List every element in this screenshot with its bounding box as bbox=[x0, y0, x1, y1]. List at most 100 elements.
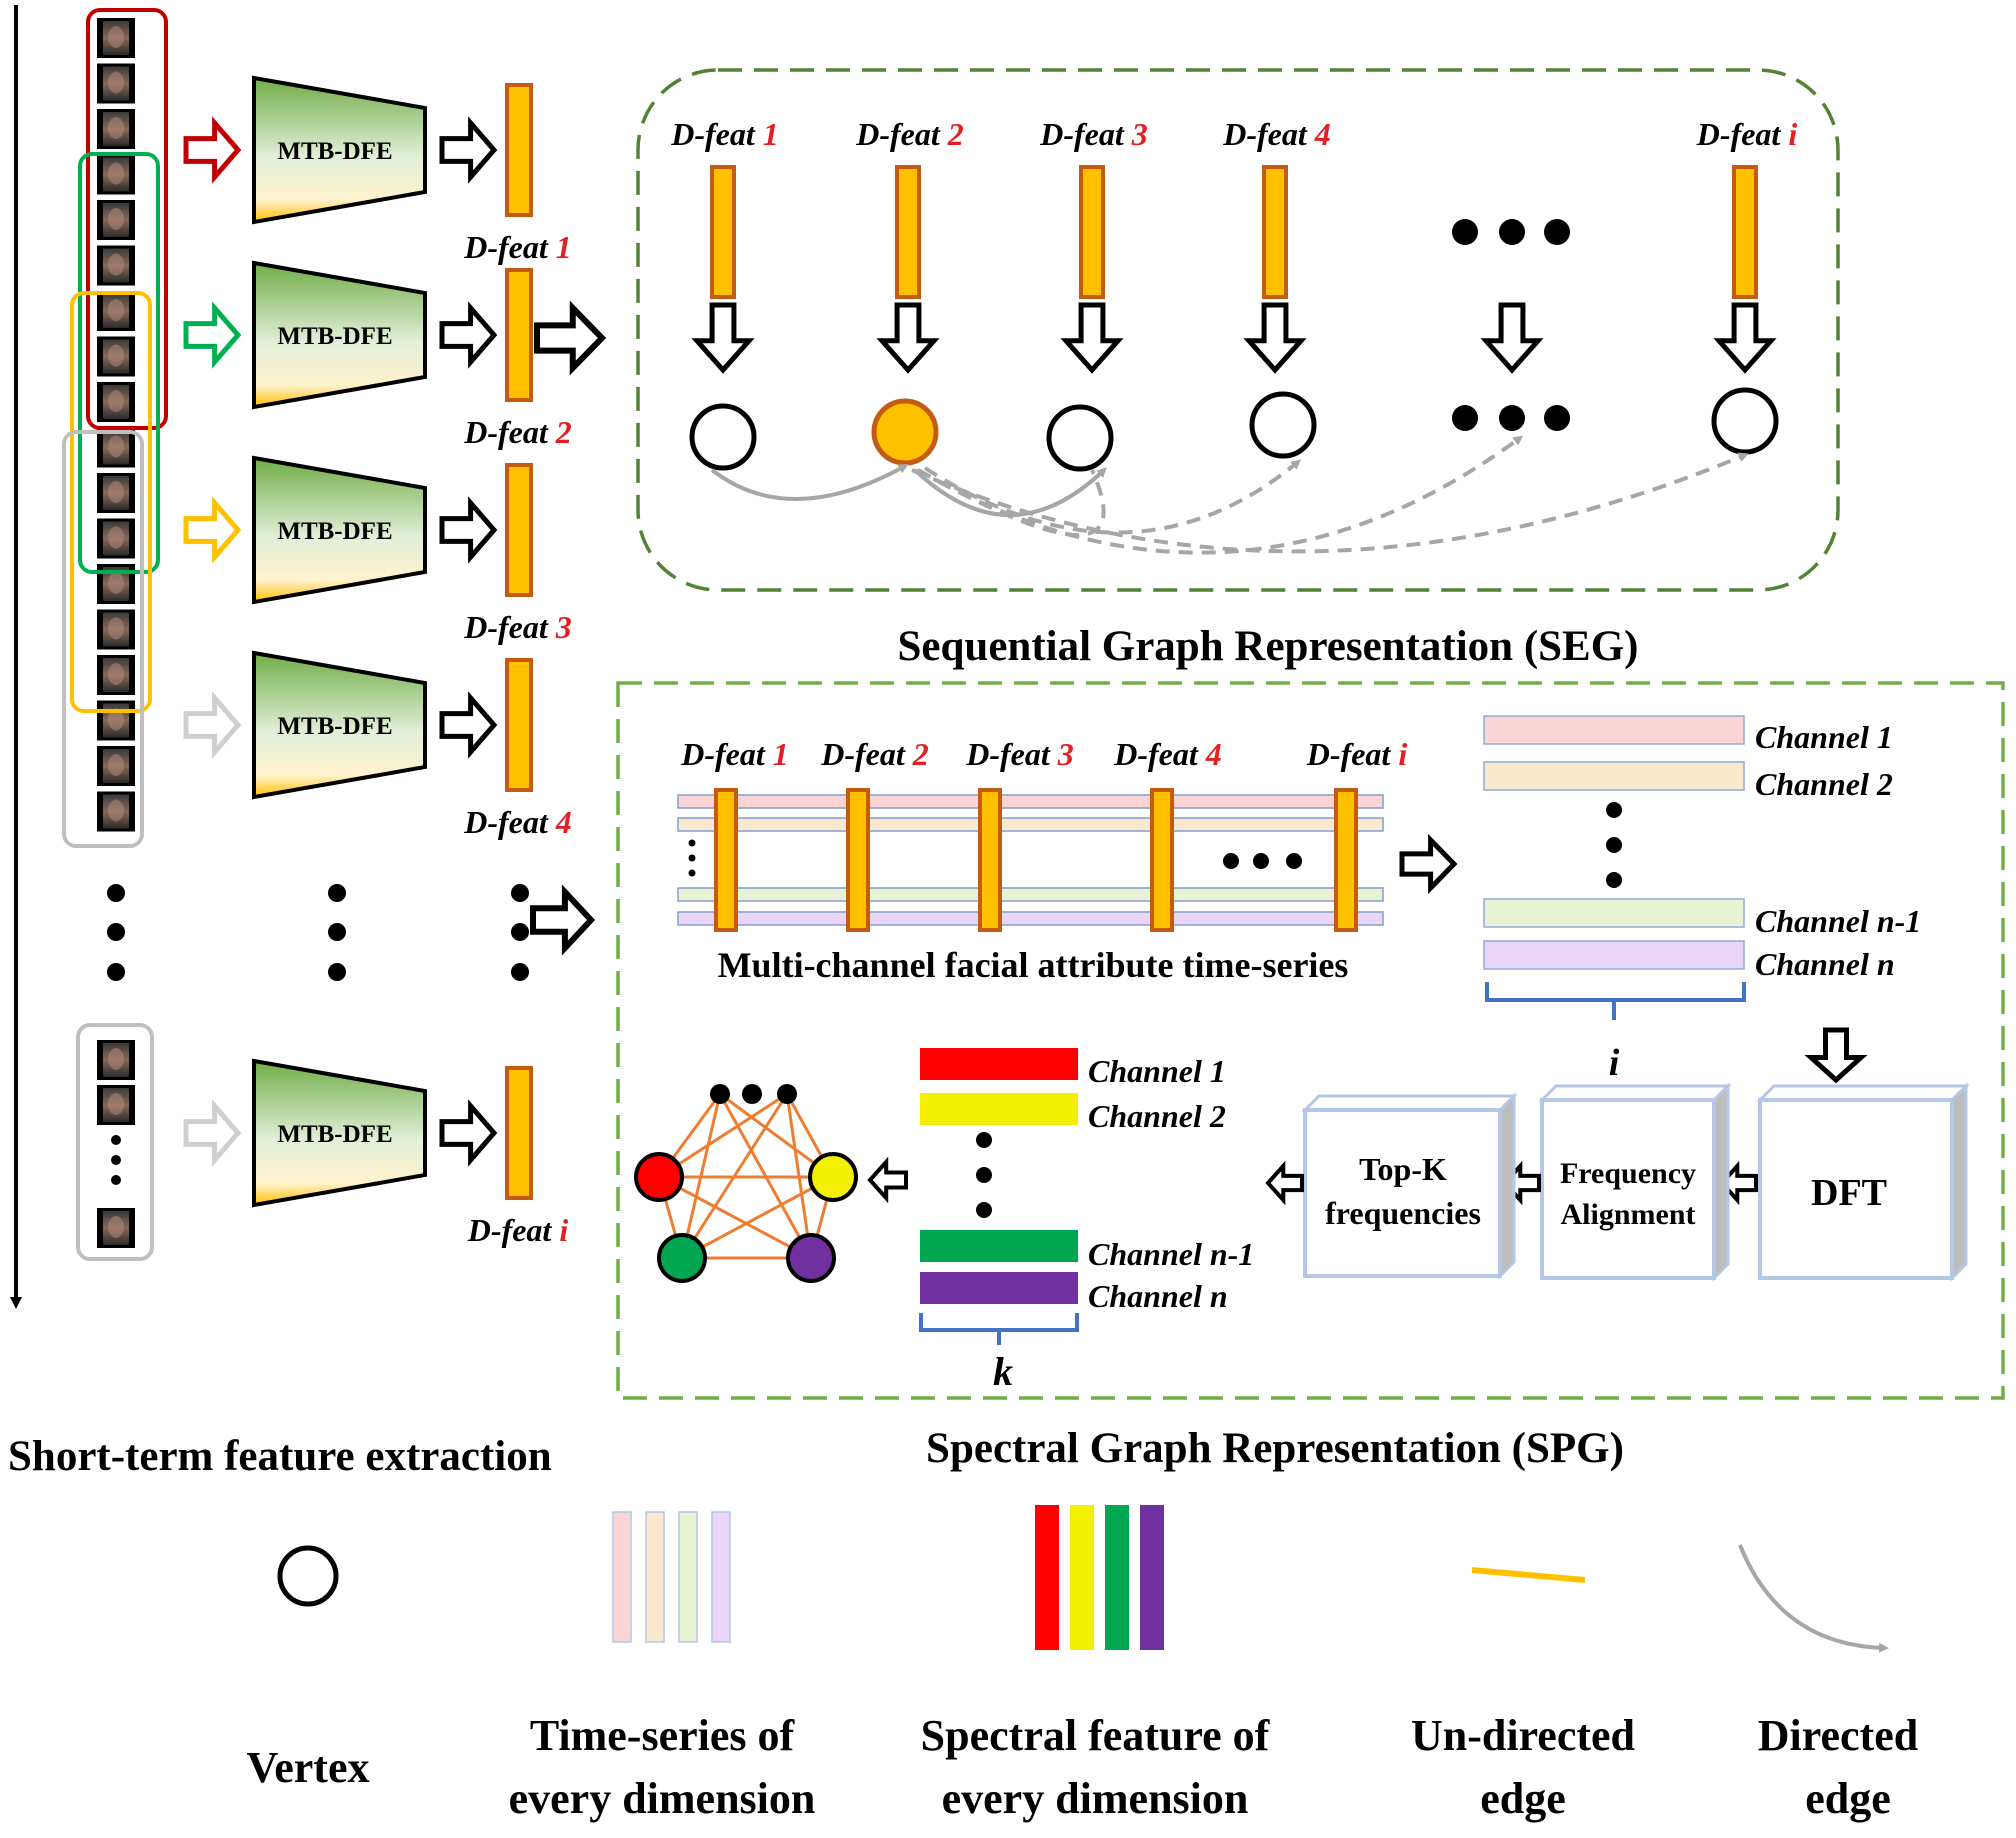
legend-timeseries-bar bbox=[612, 1511, 632, 1643]
time-series-band bbox=[677, 887, 1384, 902]
face-oval bbox=[108, 1048, 124, 1070]
directed-edge-dashed bbox=[923, 459, 1302, 535]
undirected-edge bbox=[718, 1093, 813, 1259]
channel-bar bbox=[1483, 898, 1745, 928]
undirected-edge bbox=[785, 1093, 813, 1259]
mtb-dfe-label: MTB-DFE bbox=[277, 1121, 392, 1148]
undirected-edge bbox=[681, 1175, 834, 1260]
block-arrow-right bbox=[183, 691, 242, 759]
topk-box bbox=[1303, 1108, 1502, 1278]
block-arrow-left bbox=[1265, 1160, 1304, 1206]
dfeat-index: i bbox=[1398, 736, 1407, 772]
dfeat-prefix: D-feat bbox=[1306, 736, 1399, 772]
feature-bar bbox=[505, 463, 533, 597]
undirected-edge bbox=[658, 1092, 788, 1179]
dfeat-index: i bbox=[1788, 116, 1797, 152]
topk-box-top bbox=[1301, 1094, 1518, 1112]
dfeat-index: 4 bbox=[555, 804, 572, 840]
channel-dot bbox=[1606, 802, 1622, 818]
legend-undirected-label: edge bbox=[1480, 1774, 1566, 1823]
dfeat-label: D-feat 1 bbox=[670, 116, 779, 152]
window-3 bbox=[70, 291, 152, 713]
spectral-bar bbox=[920, 1048, 1078, 1080]
feature-bar bbox=[846, 788, 870, 932]
feature-bar bbox=[714, 788, 738, 932]
mtb-dfe-label: MTB-DFE bbox=[277, 713, 392, 740]
dfeat-prefix: D-feat bbox=[463, 414, 556, 450]
face-oval bbox=[108, 390, 124, 412]
multichannel-label: Multi-channel facial attribute time-seri… bbox=[718, 945, 1349, 985]
feature-bar bbox=[710, 165, 736, 299]
channel-dot bbox=[1606, 872, 1622, 888]
seg-region bbox=[636, 68, 1840, 592]
seg-title: Sequential Graph Representation (SEG) bbox=[897, 623, 1638, 670]
dfeat-index: 1 bbox=[763, 116, 779, 152]
dfeat-index: 4 bbox=[1205, 736, 1222, 772]
block-arrow-right bbox=[439, 301, 498, 369]
spectral-channel-label: Channel n-1 bbox=[1088, 1236, 1254, 1272]
feature-bar bbox=[895, 165, 921, 299]
brace-k bbox=[919, 1313, 1079, 1345]
ellipsis-dots bbox=[107, 884, 529, 981]
sliding-windows bbox=[62, 8, 168, 1261]
channel-label: Channel n-1 bbox=[1755, 903, 1921, 939]
seg-dot bbox=[1452, 405, 1478, 431]
face-oval bbox=[108, 26, 124, 48]
legend-directed-edge-symbol bbox=[1738, 1544, 1889, 1653]
legend-spectral-bar bbox=[1105, 1505, 1129, 1650]
directed-edge bbox=[710, 464, 909, 501]
brace-i bbox=[1485, 982, 1746, 1020]
freq-align-box bbox=[1540, 1098, 1716, 1280]
dfeat-prefix: D-feat bbox=[463, 229, 556, 265]
spectral-dot bbox=[976, 1167, 992, 1183]
series-dot bbox=[1223, 853, 1239, 869]
block-arrow-right bbox=[534, 300, 607, 376]
seg-dot bbox=[1499, 405, 1525, 431]
dfeat-label: D-feat 1 bbox=[680, 736, 789, 772]
channel-bar bbox=[1483, 715, 1745, 745]
time-series-band bbox=[677, 817, 1384, 832]
block-arrow-right bbox=[1399, 833, 1458, 895]
feature-bar bbox=[1262, 165, 1288, 299]
window-1 bbox=[86, 8, 168, 430]
face-oval bbox=[108, 481, 124, 503]
spectral-vertex bbox=[657, 1233, 707, 1283]
legend-vertex-symbol bbox=[277, 1545, 339, 1607]
feature-bar bbox=[1732, 165, 1758, 299]
freq-align-label: Alignment bbox=[1561, 1198, 1696, 1231]
dfeat-label: D-feat 4 bbox=[463, 804, 572, 840]
face-oval bbox=[108, 617, 124, 640]
mtb-dfe-block bbox=[252, 260, 427, 410]
feature-bar bbox=[1334, 788, 1358, 932]
undirected-edge bbox=[680, 1093, 722, 1259]
legend-spectral-label: Spectral feature of bbox=[921, 1711, 1271, 1760]
face-oval bbox=[108, 799, 124, 822]
spg-region bbox=[616, 681, 2005, 1400]
face-oval bbox=[108, 208, 124, 230]
face-oval bbox=[108, 708, 124, 731]
seg-dot bbox=[1544, 405, 1570, 431]
feature-bar bbox=[1150, 788, 1174, 932]
band-dot bbox=[688, 854, 696, 862]
spectral-bar bbox=[920, 1230, 1078, 1262]
feature-bar bbox=[978, 788, 1002, 932]
block-arrow-right bbox=[183, 496, 242, 564]
undirected-edge bbox=[658, 1175, 812, 1260]
series-dot bbox=[1286, 853, 1302, 869]
dft-box-side bbox=[1950, 1082, 1968, 1282]
block-arrow-left bbox=[867, 1156, 908, 1204]
legend-timeseries-label: every dimension bbox=[509, 1774, 816, 1823]
legend-spectral-bar bbox=[1070, 1505, 1094, 1650]
channel-label: Channel 1 bbox=[1755, 719, 1893, 755]
dfeat-prefix: D-feat bbox=[680, 736, 773, 772]
dfeat-index: 2 bbox=[912, 736, 929, 772]
dfeat-index: 2 bbox=[947, 116, 964, 152]
undirected-edge bbox=[680, 1093, 789, 1259]
feature-bar bbox=[1079, 165, 1105, 299]
spectral-bar bbox=[920, 1272, 1078, 1304]
series-dot bbox=[1253, 853, 1269, 869]
dfeat-label: D-feat i bbox=[1306, 736, 1408, 772]
channel-label: Channel n bbox=[1755, 946, 1895, 982]
freq-align-box-side bbox=[1712, 1082, 1730, 1282]
